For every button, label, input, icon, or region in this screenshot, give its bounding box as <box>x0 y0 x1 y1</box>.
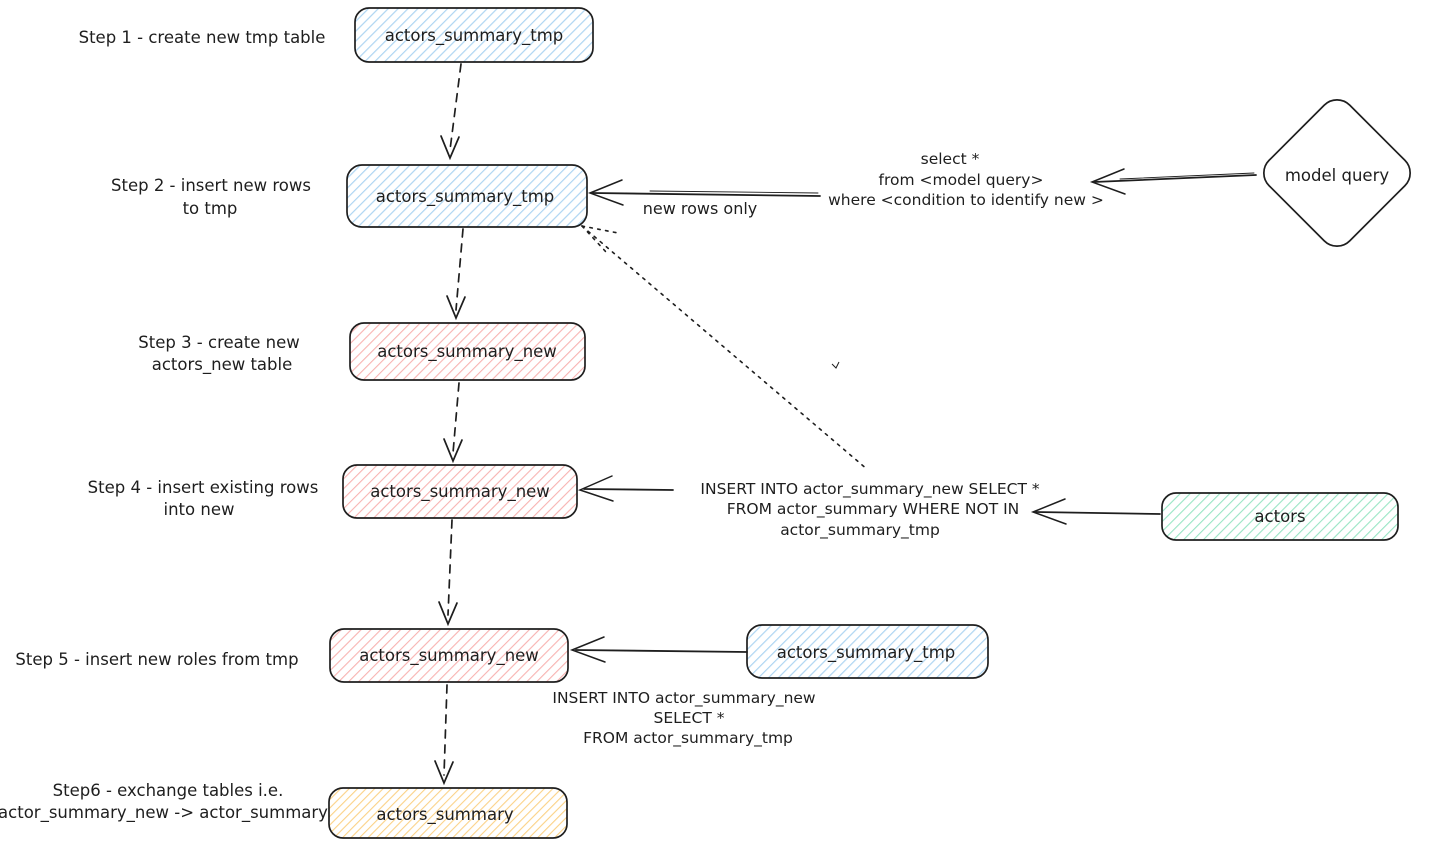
dotted-line-step2-to-insertnotin <box>581 225 869 471</box>
step4-label-line2: into new <box>164 500 235 519</box>
select-query-line1: select * <box>921 150 980 168</box>
arrow-step3-to-step4 <box>452 382 460 454</box>
actors-node-label: actors <box>1254 507 1305 526</box>
step6-label-line1: Step6 - exchange tables i.e. <box>53 781 284 800</box>
arrow-select-to-step2 <box>592 192 821 197</box>
flow-arrows <box>434 63 466 786</box>
step1-label: Step 1 - create new tmp table <box>79 28 326 47</box>
arrow-step4-to-step5 <box>447 519 453 616</box>
model-query-label: model query <box>1285 166 1389 185</box>
step3-label-line2: actors_new table <box>152 355 293 375</box>
step2-node-box <box>346 164 588 228</box>
actors-node-box <box>1161 492 1399 541</box>
arrowhead-insertnotin-to-step4 <box>577 475 614 502</box>
dotted-reference <box>581 225 869 471</box>
select-query-line3: where <condition to identify new > <box>828 191 1104 209</box>
step2-label-line1: Step 2 - insert new rows <box>111 176 311 195</box>
arrowhead-modelquery-to-select <box>1089 168 1126 195</box>
arrow-step2-to-step3 <box>455 228 464 311</box>
arrowhead-actors-to-insertnotin <box>1030 498 1067 525</box>
step5-label: Step 5 - insert new roles from tmp <box>15 650 298 669</box>
step1-node-box <box>354 7 594 63</box>
step5-node-box <box>329 628 569 683</box>
step3-node-label: actors_summary_new <box>377 342 557 362</box>
dotted-arrowhead-prong2 <box>581 225 607 253</box>
step4-label-line1: Step 4 - insert existing rows <box>88 478 319 497</box>
step2-label-line2: to tmp <box>183 199 238 218</box>
step2-node-label: actors_summary_tmp <box>376 187 555 207</box>
arrow-select-to-step2-sketch <box>649 190 819 194</box>
arrow-modelquery-to-select <box>1093 174 1257 183</box>
arrow-step5-to-step6 <box>443 684 448 776</box>
step6-label-line2: actor_summary_new -> actor_summary <box>0 803 328 823</box>
arrowhead-select-to-step2 <box>587 179 624 206</box>
insert-from-tmp-line1: INSERT INTO actor_summary_new <box>552 689 816 708</box>
step6-node-box <box>328 787 568 839</box>
step6-node-label: actors_summary <box>376 805 513 825</box>
stray-tick-mark <box>831 361 840 369</box>
arrowhead-step4-to-step5 <box>438 601 458 627</box>
arrowhead-step2-to-step3 <box>446 295 466 321</box>
tmp-source-node-label: actors_summary_tmp <box>777 643 956 663</box>
arrowhead-step5-to-step6 <box>434 760 454 786</box>
step3-node-box <box>349 322 586 381</box>
step3-label-line1: Step 3 - create new <box>138 333 299 352</box>
arrow-step1-to-step2 <box>449 63 462 151</box>
solid-arrows <box>569 168 1257 663</box>
arrow-tmpsource-to-step5 <box>575 649 748 653</box>
insert-from-tmp-line3: FROM actor_summary_tmp <box>583 729 793 748</box>
arrow-actors-to-insertnotin <box>1035 511 1161 515</box>
step1-node-label: actors_summary_tmp <box>385 26 564 46</box>
arrowhead-step1-to-step2 <box>440 135 460 161</box>
insert-not-in-line1: INSERT INTO actor_summary_new SELECT * <box>700 480 1039 499</box>
step4-node-label: actors_summary_new <box>370 482 550 502</box>
step4-node-box <box>342 464 578 519</box>
model-query-diamond <box>1262 98 1412 248</box>
arrowhead-step3-to-step4 <box>443 438 463 464</box>
new-rows-only-label: new rows only <box>643 199 758 218</box>
select-query-line2: from <model query> <box>879 171 1044 189</box>
insert-not-in-line2: FROM actor_summary WHERE NOT IN <box>727 500 1020 519</box>
arrowhead-tmpsource-to-step5 <box>569 636 606 663</box>
insert-not-in-line3: actor_summary_tmp <box>780 521 940 540</box>
insert-from-tmp-line2: SELECT * <box>653 709 724 727</box>
step5-node-label: actors_summary_new <box>359 646 539 666</box>
arrow-insertnotin-to-step4 <box>583 488 674 491</box>
arrow-modelquery-to-select-sketch <box>1119 172 1255 180</box>
dotted-arrowhead-prong1 <box>581 225 619 234</box>
